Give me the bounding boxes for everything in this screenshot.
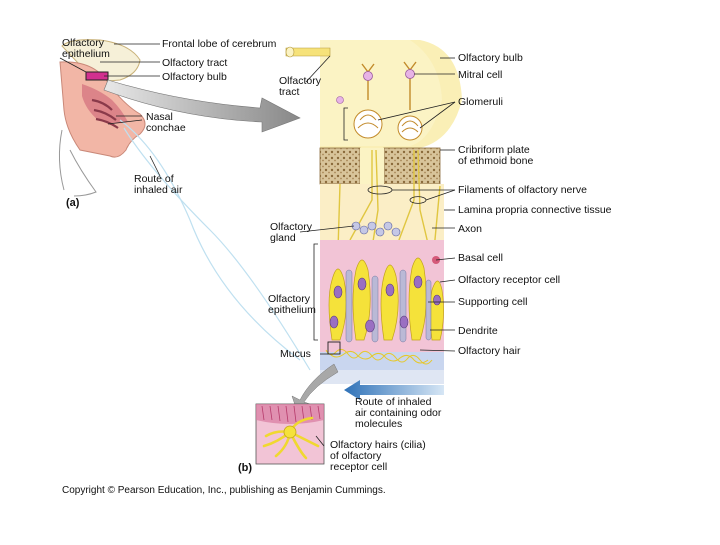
label-cribriform-plate: Cribriform plate of ethmoid bone	[458, 144, 534, 167]
label-olfactory-receptor-cell: Olfactory receptor cell	[458, 274, 561, 286]
panel-a-head	[58, 39, 311, 371]
panel-b-tissue	[285, 40, 462, 384]
panel-b-tag: (b)	[238, 462, 253, 474]
panel-b-brackets	[313, 107, 348, 341]
label-olfactory-hairs-cilia: Olfactory hairs (cilia) of olfactory rec…	[330, 439, 426, 473]
label-filaments-olfactory-nerve: Filaments of olfactory nerve	[458, 184, 587, 196]
label-olfactory-tract-b: Olfactory tract	[279, 75, 322, 98]
label-olfactory-bulb-b: Olfactory bulb	[458, 52, 523, 64]
label-olfactory-bulb-a: Olfactory bulb	[162, 71, 227, 83]
label-supporting-cell: Supporting cell	[458, 296, 528, 308]
label-route-odor-molecules: Route of inhaled air containing odor mol…	[355, 396, 442, 430]
label-lamina-propria: Lamina propria connective tissue	[458, 204, 612, 216]
label-olfactory-tract-a: Olfactory tract	[162, 57, 228, 69]
label-mitral-cell: Mitral cell	[458, 69, 503, 81]
inset-cilia	[255, 403, 325, 465]
copyright-notice: Copyright © Pearson Education, Inc., pub…	[62, 485, 386, 496]
label-basal-cell: Basal cell	[458, 252, 503, 264]
zoom-arrow	[103, 79, 301, 133]
label-olfactory-epithelium-b: Olfactory epithelium	[268, 293, 316, 316]
label-nasal-conchae: Nasal conchae	[146, 111, 186, 134]
label-mucus: Mucus	[280, 348, 311, 360]
inhaled-air-arrow	[344, 380, 444, 400]
label-olfactory-epithelium-a: Olfactory epithelium	[62, 37, 110, 60]
label-axon: Axon	[458, 223, 482, 235]
label-olfactory-gland: Olfactory gland	[270, 221, 313, 244]
panel-a-leaders	[59, 43, 161, 177]
label-route-inhaled-air: Route of inhaled air	[134, 173, 183, 196]
panel-a-tag: (a)	[66, 197, 80, 209]
panel-b-leaders	[299, 55, 456, 355]
label-glomeruli: Glomeruli	[458, 96, 503, 108]
label-dendrite: Dendrite	[458, 325, 498, 337]
label-frontal-lobe: Frontal lobe of cerebrum	[162, 38, 277, 50]
label-olfactory-hair: Olfactory hair	[458, 345, 521, 357]
